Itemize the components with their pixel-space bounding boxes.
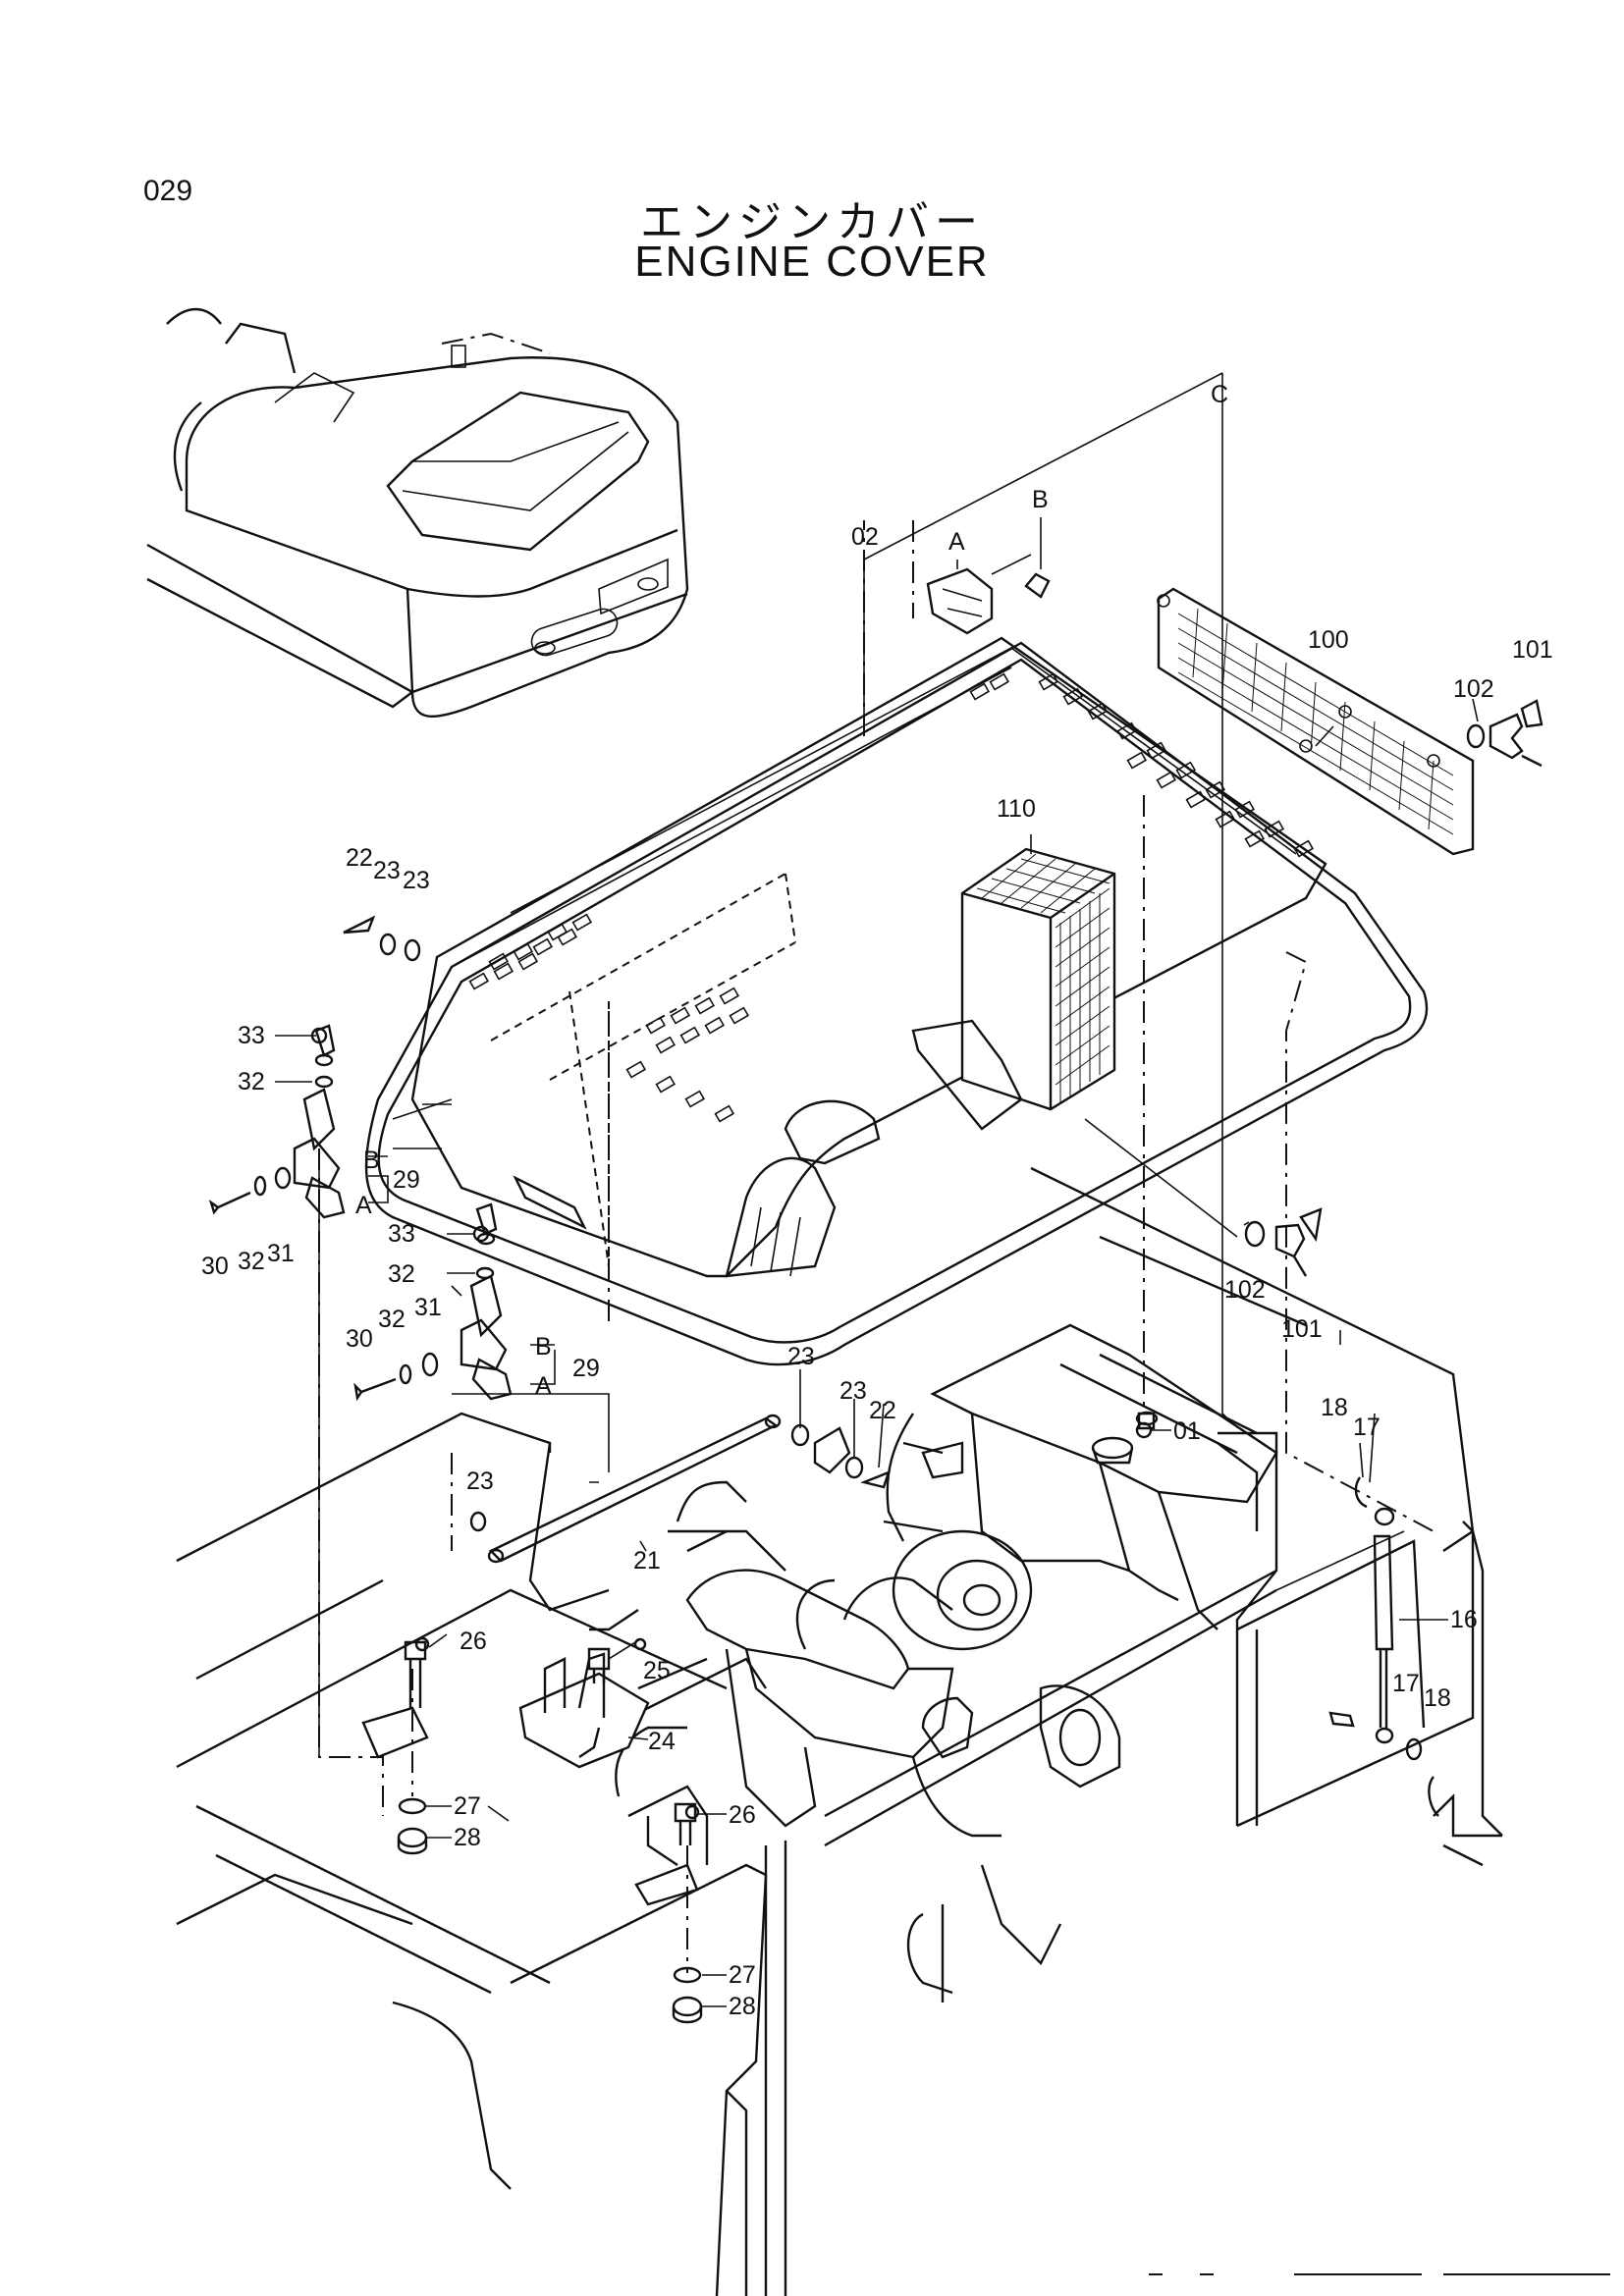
bracket-a-top <box>926 567 1051 635</box>
callout-31-lower: 31 <box>414 1294 442 1321</box>
callout-26-left: 26 <box>460 1628 487 1655</box>
part-26-bolt-left <box>361 1640 429 1759</box>
callout-ref-c: C <box>1211 381 1228 408</box>
callout-32-upper: 32 <box>238 1068 265 1095</box>
callout-29-upper: 29 <box>393 1166 420 1194</box>
parts-27-28-right <box>672 1966 703 2024</box>
footer-rule-short-2 <box>1200 2273 1214 2275</box>
label-leaders <box>275 517 1479 2007</box>
part-26-bolt-right <box>634 1802 699 1906</box>
callout-32-lower-b: 32 <box>378 1306 406 1333</box>
callout-ref-a-latch-lower: A <box>535 1372 552 1400</box>
callout-28-right: 28 <box>729 1993 756 2020</box>
callout-24: 24 <box>648 1728 676 1755</box>
callout-21: 21 <box>633 1547 661 1575</box>
callout-33-lower: 33 <box>388 1220 415 1248</box>
callout-32-lower: 32 <box>388 1260 415 1288</box>
callout-102-lower: 102 <box>1224 1276 1266 1304</box>
reference-lines <box>318 372 1435 1973</box>
footer-rule-long-1 <box>1294 2273 1422 2275</box>
callout-ref-a-latch-upper: A <box>355 1192 372 1219</box>
callout-22-upper: 22 <box>346 844 373 872</box>
part-101-102-wing-bolt-upper <box>1466 699 1543 768</box>
engine-block <box>528 1323 1278 2002</box>
callout-27-right: 27 <box>729 1961 756 1989</box>
callout-26-right: 26 <box>729 1801 756 1829</box>
footer-rule-short-1 <box>1149 2273 1163 2275</box>
callout-101-upper: 101 <box>1512 636 1553 664</box>
callout-17-upper: 17 <box>1353 1414 1380 1441</box>
parts-22-23-middle <box>790 1423 891 1489</box>
callout-25: 25 <box>643 1657 671 1684</box>
callout-23-upper-b: 23 <box>403 867 430 894</box>
part-101-102-wing-bolt-lower <box>1244 1207 1323 1277</box>
footer-rule-long-2 <box>1443 2273 1610 2275</box>
callout-110: 110 <box>997 795 1036 823</box>
page-title-japanese: エンジンカバー <box>640 197 984 247</box>
callout-18-upper: 18 <box>1321 1394 1348 1421</box>
callout-29-lower: 29 <box>572 1355 600 1382</box>
callout-23-upper-a: 23 <box>373 857 401 884</box>
callout-anchors <box>310 1027 1153 1820</box>
latch-assembly-upper <box>208 1024 346 1219</box>
callout-23-mid-a: 23 <box>787 1343 815 1370</box>
callout-ref-a: A <box>948 528 965 556</box>
callout-labels: 02 A B C 100 101 102 110 22 23 23 33 32 … <box>201 381 1553 2020</box>
part-110-mesh-box <box>911 847 1116 1131</box>
callout-01: 01 <box>1173 1417 1201 1445</box>
part-16-gas-spring <box>1328 1476 1439 1817</box>
callout-ref-b: B <box>1032 486 1049 513</box>
callout-17-lower: 17 <box>1392 1670 1420 1697</box>
parts-22-23-upper <box>343 915 421 962</box>
callout-18-lower: 18 <box>1424 1684 1451 1712</box>
callout-100: 100 <box>1308 626 1349 654</box>
callout-23-left: 23 <box>466 1468 494 1495</box>
part-24-bracket <box>518 1652 650 1769</box>
callout-ref-b-latch-upper: B <box>363 1147 380 1174</box>
page-number: 029 <box>143 175 193 207</box>
part-25-bolt <box>587 1647 611 1683</box>
callout-102-upper: 102 <box>1453 675 1494 703</box>
callout-33-upper: 33 <box>238 1022 265 1049</box>
callout-27-left: 27 <box>454 1792 481 1820</box>
page-title: ENGINE COVER <box>634 238 990 286</box>
callout-28-left: 28 <box>454 1824 481 1851</box>
engine-cover <box>364 636 1429 1366</box>
callout-22-mid: 22 <box>869 1397 896 1424</box>
part-01-cap <box>1091 1411 1159 1465</box>
inset-assembled-view <box>146 307 689 719</box>
callout-16: 16 <box>1450 1606 1478 1633</box>
callout-30-lower: 30 <box>346 1325 373 1353</box>
callout-101-lower: 101 <box>1281 1315 1323 1343</box>
callout-30-upper: 30 <box>201 1253 229 1280</box>
part-21-stay-rod <box>469 1414 782 1564</box>
callout-ref-b-latch-lower: B <box>535 1333 552 1361</box>
part-100-screen <box>1157 587 1475 856</box>
parts-27-28-left <box>397 1797 428 1855</box>
callout-31-upper: 31 <box>267 1240 295 1267</box>
callout-32-upper-b: 32 <box>238 1248 265 1275</box>
callout-23-mid-b: 23 <box>839 1377 867 1405</box>
callout-02: 02 <box>851 523 879 551</box>
